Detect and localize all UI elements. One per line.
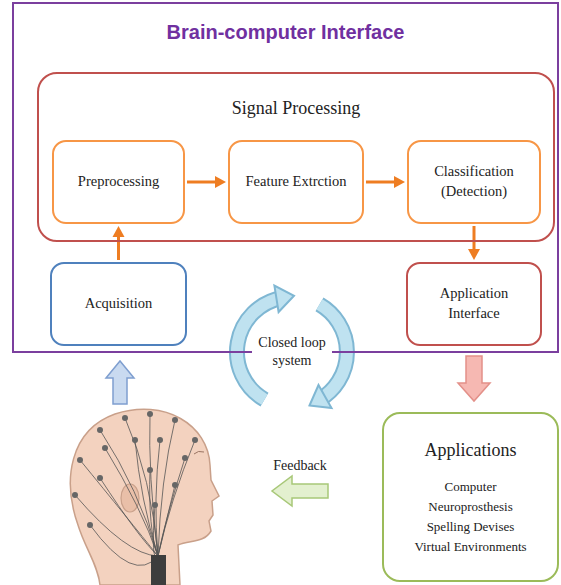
electrode-wire (158, 485, 175, 556)
box-label: Acquisition (85, 294, 153, 314)
flow-arrow (113, 226, 125, 260)
electrode (172, 482, 178, 488)
group-title: Signal Processing (39, 98, 553, 119)
electrode (97, 427, 103, 433)
electrode-wire (158, 458, 185, 556)
input-arrow (106, 361, 134, 404)
interface-box: Application Interface (406, 262, 542, 346)
head-illustration (70, 409, 219, 585)
diagram-title: Brain-computer Interface (14, 21, 557, 44)
closed-loop-arrows (237, 286, 347, 408)
application-item: Computer (445, 477, 497, 497)
electrode (152, 502, 158, 508)
feedback-arrow (272, 476, 328, 506)
electrode-wire (158, 420, 175, 556)
process-box: Feature Extrction (228, 140, 364, 224)
output-arrow (458, 356, 490, 401)
electrode-wire (150, 470, 158, 556)
application-item: Virtual Environments (414, 537, 526, 557)
applications-box: ApplicationsComputerNeuroprosthesisSpell… (382, 412, 559, 582)
process-box: Preprocessing (52, 140, 185, 224)
electrode-wire (90, 525, 158, 565)
box-label: Preprocessing (78, 172, 159, 192)
electrode (147, 467, 153, 473)
box-label: Classification (Detection) (417, 162, 531, 201)
electrode (147, 411, 153, 417)
electrode (87, 522, 93, 528)
electrode-wire (153, 505, 158, 557)
electrode (132, 437, 138, 443)
electrode-wire (75, 495, 158, 556)
electrode (182, 455, 188, 461)
electrode-wire (105, 448, 158, 556)
electrode (122, 415, 128, 421)
electrode (172, 417, 178, 423)
flow-arrow (366, 176, 405, 188)
signal-processing-group: Signal ProcessingPreprocessing Feature Ex… (37, 72, 555, 242)
box-heading: Applications (425, 440, 517, 461)
loop-label: Closed loop system (252, 334, 332, 370)
electrode (192, 437, 198, 443)
electrode-wire (156, 440, 160, 556)
electrode-wire (80, 460, 158, 556)
feedback-label: Feedback (262, 457, 338, 475)
electrode-wire (135, 440, 158, 556)
process-box: Classification (Detection) (407, 140, 541, 224)
electrode-wire (158, 440, 195, 556)
acquisition-box: Acquisition (50, 262, 187, 346)
bci-frame: Brain-computer InterfaceSignal Processin… (12, 2, 559, 353)
application-item: Neuroprosthesis (428, 497, 513, 517)
application-item: Spelling Devises (427, 517, 515, 537)
electrode-wire (100, 430, 158, 556)
flow-arrow (187, 176, 226, 188)
electrode (77, 457, 83, 463)
box-label: Feature Extrction (245, 172, 346, 192)
electrode (157, 437, 163, 443)
electrode (72, 492, 78, 498)
flow-arrow (468, 226, 480, 260)
electrode (102, 445, 108, 451)
box-label: Application Interface (416, 284, 532, 323)
electrode (97, 475, 103, 481)
